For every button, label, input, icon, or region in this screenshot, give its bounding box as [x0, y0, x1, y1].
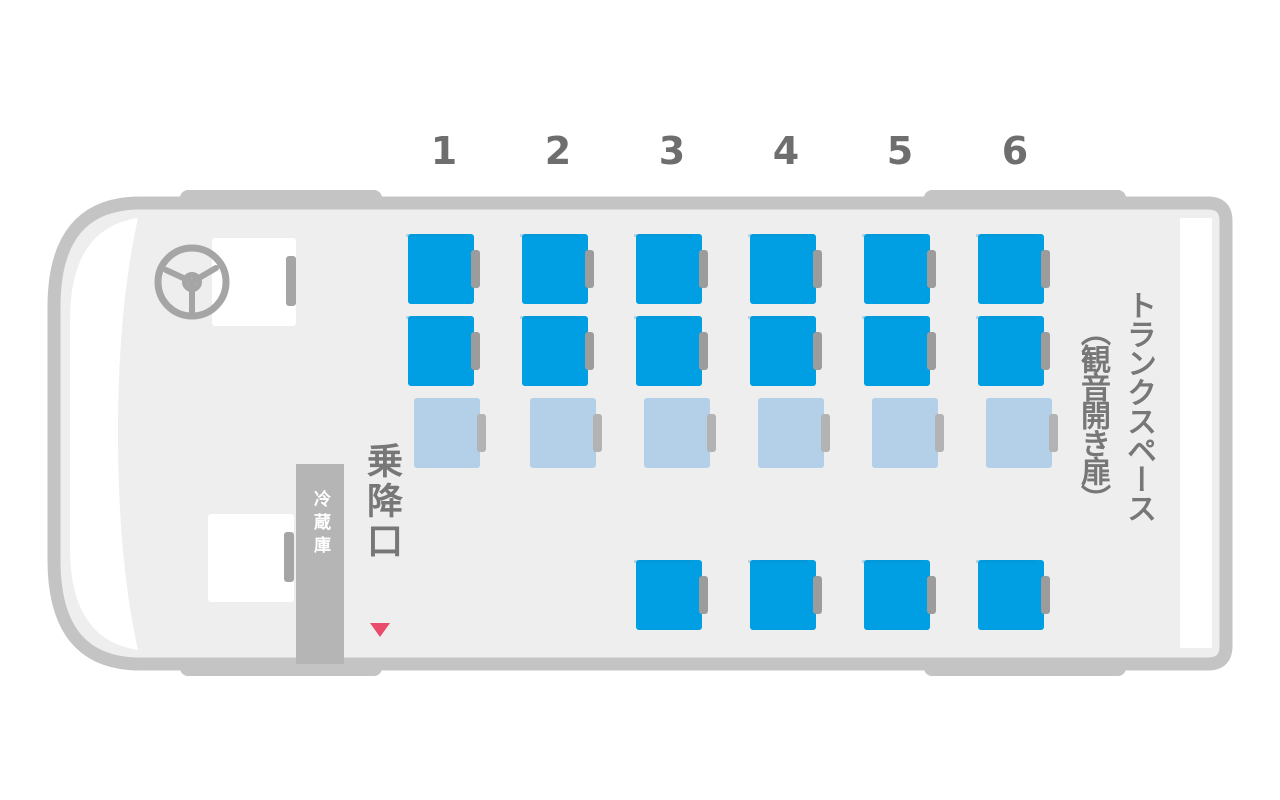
seat-row-1-window[interactable] — [406, 234, 480, 304]
aux-seat-row-6[interactable] — [986, 398, 1058, 468]
seat-row-1-aisle[interactable] — [406, 316, 480, 386]
door-arrow-icon — [370, 623, 390, 637]
row-number-1: 1 — [430, 129, 458, 173]
seat-row-4-window[interactable] — [748, 234, 822, 304]
windshield-panel — [70, 218, 138, 650]
row-number-3: 3 — [658, 129, 686, 173]
guide-seat — [208, 514, 294, 602]
seat-row-6-window[interactable] — [976, 234, 1050, 304]
aux-seat-row-1[interactable] — [414, 398, 486, 468]
bus-body — [47, 196, 1233, 671]
seat-row-3-right[interactable] — [634, 560, 708, 630]
seat-row-6-right[interactable] — [976, 560, 1050, 630]
steering-wheel-icon — [154, 244, 230, 320]
row-number-5: 5 — [886, 129, 914, 173]
door-label: 乗降口 — [361, 442, 402, 562]
seat-row-5-right[interactable] — [862, 560, 936, 630]
seat-row-3-aisle[interactable] — [634, 316, 708, 386]
seat-row-2-aisle[interactable] — [520, 316, 594, 386]
trunk-space-label: トランクスペース — [1121, 290, 1156, 522]
aux-seat-row-5[interactable] — [872, 398, 944, 468]
seat-row-5-window[interactable] — [862, 234, 936, 304]
aux-seat-row-2[interactable] — [530, 398, 602, 468]
trunk-door-label: （観音開き扉） — [1075, 316, 1110, 512]
seat-row-4-right[interactable] — [748, 560, 822, 630]
seat-row-2-window[interactable] — [520, 234, 594, 304]
driver-seat — [212, 238, 296, 326]
fridge — [296, 464, 344, 664]
fridge-label: 冷蔵庫 — [310, 490, 330, 559]
seat-row-6-aisle[interactable] — [976, 316, 1050, 386]
row-number-4: 4 — [772, 129, 800, 173]
row-number-2: 2 — [544, 129, 572, 173]
seat-row-4-aisle[interactable] — [748, 316, 822, 386]
aux-seat-row-4[interactable] — [758, 398, 830, 468]
seat-row-5-aisle[interactable] — [862, 316, 936, 386]
seat-row-3-window[interactable] — [634, 234, 708, 304]
row-number-6: 6 — [1001, 129, 1029, 173]
aux-seat-row-3[interactable] — [644, 398, 716, 468]
rear-panel — [1180, 218, 1212, 648]
